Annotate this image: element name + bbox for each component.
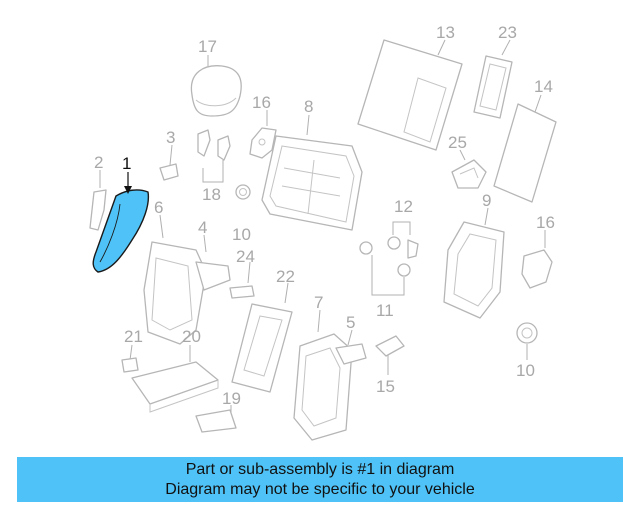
part-24-bolt bbox=[229, 285, 255, 299]
part-4-bolster bbox=[195, 261, 231, 291]
callout-2: 2 bbox=[94, 153, 103, 172]
callout-24: 24 bbox=[236, 247, 255, 266]
part-8-seatback-frame bbox=[261, 135, 363, 231]
callout-7: 7 bbox=[314, 293, 323, 312]
callout-10-right: 10 bbox=[516, 361, 535, 380]
callout-16-top: 16 bbox=[252, 93, 271, 112]
leader-lines bbox=[99, 39, 546, 420]
part-16-bracket bbox=[249, 127, 277, 159]
callout-23: 23 bbox=[498, 23, 517, 42]
callout-15: 15 bbox=[376, 377, 395, 396]
part-11-fasteners bbox=[359, 241, 411, 277]
part-22-cover bbox=[231, 303, 293, 393]
callout-9: 9 bbox=[482, 191, 491, 210]
part-17-headrest bbox=[190, 65, 242, 117]
info-banner: Part or sub-assembly is #1 in diagram Di… bbox=[17, 457, 623, 502]
callout-10-left: 10 bbox=[232, 225, 251, 244]
part-16-bracket-right bbox=[521, 249, 553, 289]
part-10-cap-right bbox=[516, 322, 538, 344]
callout-20: 20 bbox=[182, 327, 201, 346]
part-3-clip bbox=[159, 163, 179, 181]
callout-12: 12 bbox=[394, 197, 413, 216]
callout-17: 17 bbox=[198, 37, 217, 56]
callout-3: 3 bbox=[166, 128, 175, 147]
callout-6: 6 bbox=[154, 198, 163, 217]
banner-line-2: Diagram may not be specific to your vehi… bbox=[165, 480, 475, 498]
callout-11: 11 bbox=[376, 301, 394, 320]
banner-line-1: Part or sub-assembly is #1 in diagram bbox=[185, 460, 455, 478]
part-19-trim bbox=[195, 409, 237, 433]
part-15-clip bbox=[375, 335, 405, 357]
callout-1: 1 bbox=[122, 154, 131, 173]
callout-25: 25 bbox=[448, 133, 467, 152]
part-6-seat-back bbox=[143, 241, 207, 345]
callout-4: 4 bbox=[198, 218, 207, 237]
part-10-cap bbox=[235, 184, 251, 200]
callout-14: 14 bbox=[534, 77, 553, 96]
parts-diagram: 1 2 3 4 5 6 7 8 9 10 10 11 12 13 14 15 1… bbox=[89, 23, 557, 441]
part-23-trim bbox=[473, 55, 513, 119]
part-5-cover bbox=[335, 343, 367, 365]
part-9-seatback-frame bbox=[443, 221, 505, 319]
callout-labels: 1 2 3 4 5 6 7 8 9 10 10 11 12 13 14 15 1… bbox=[94, 23, 555, 408]
callout-21: 21 bbox=[124, 327, 143, 346]
part-25-latch bbox=[451, 159, 487, 189]
callout-19: 19 bbox=[222, 389, 241, 408]
callout-22: 22 bbox=[276, 267, 295, 286]
callout-13: 13 bbox=[436, 23, 455, 42]
callout-8: 8 bbox=[304, 97, 313, 116]
part-18-guides bbox=[197, 129, 231, 161]
part-13-panel bbox=[357, 39, 463, 151]
callout-18: 18 bbox=[202, 185, 221, 204]
part-7-seat-back bbox=[293, 333, 353, 441]
part-14-board bbox=[493, 103, 557, 203]
part-12-fasteners bbox=[387, 236, 419, 259]
part-20-cushion bbox=[131, 361, 219, 413]
part-21-bolt bbox=[121, 357, 139, 373]
callout-16-right: 16 bbox=[536, 213, 555, 232]
part-1-highlighted[interactable] bbox=[92, 189, 150, 273]
part-2-bracket bbox=[89, 189, 107, 231]
callout-5: 5 bbox=[346, 313, 355, 332]
